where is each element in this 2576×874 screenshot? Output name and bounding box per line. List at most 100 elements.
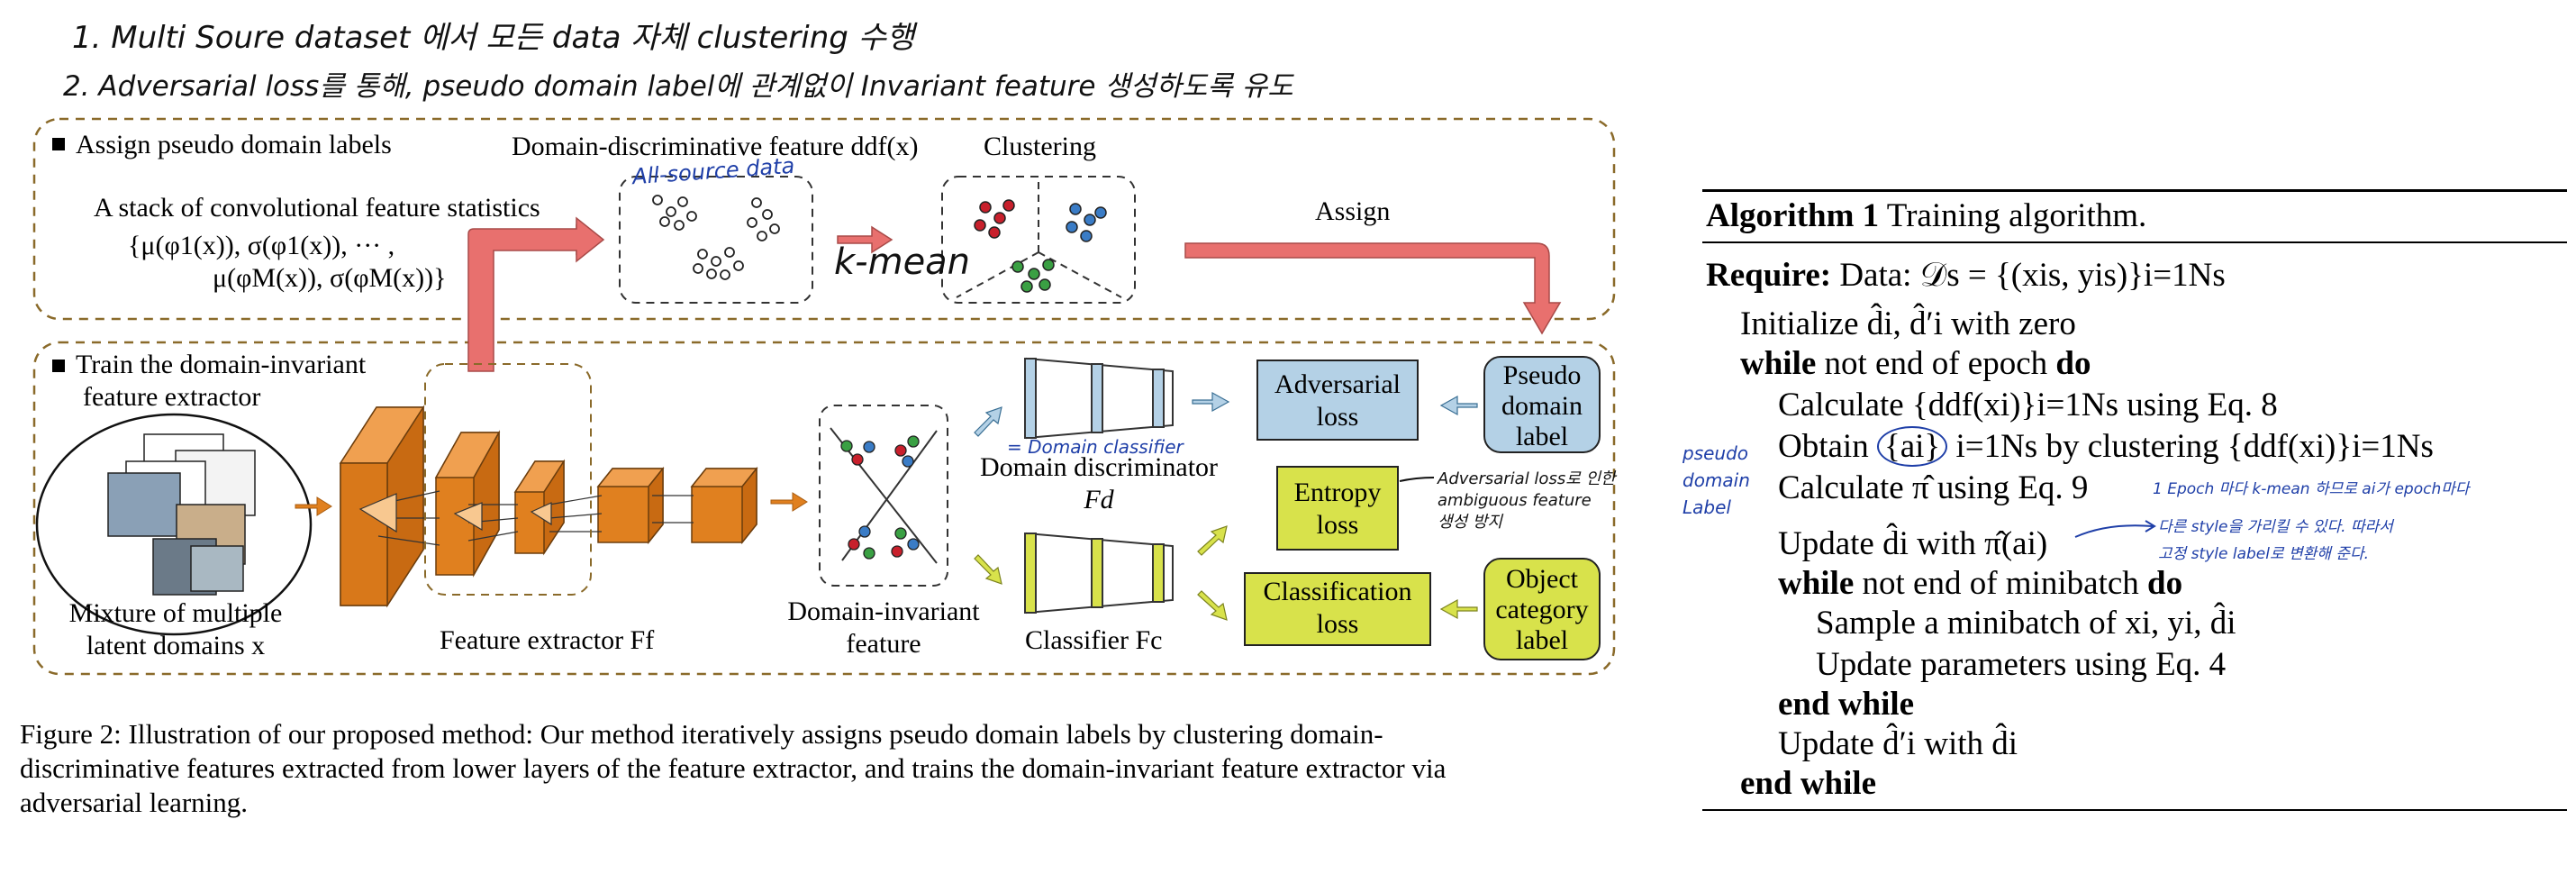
handwritten-note-2: 2. Adversarial loss를 통해, pseudo domain l…: [63, 70, 1293, 103]
while-condition-2: not end of minibatch: [1862, 565, 2139, 602]
assign-label: Assign: [1315, 196, 1391, 226]
caption-line-2: discriminative features extracted from l…: [20, 752, 1447, 784]
adversarial-loss-text-2: loss: [1316, 402, 1359, 432]
algo-line-1: Initialize d̂i, d̂′i with zero: [1740, 305, 2076, 342]
domain-classifier-note: = Domain classifier: [1007, 436, 1184, 458]
algorithm-title: Algorithm 1 Training algorithm.: [1706, 196, 2146, 236]
algo-line-7: while not end of minibatch do: [1778, 564, 2182, 604]
algorithm-title-rest: Training algorithm.: [1886, 197, 2147, 234]
pseudo-label-text-2: domain: [1501, 391, 1583, 421]
obtain-rest: i=1Ns by clustering {ddf(xi)}i=1Ns: [1955, 428, 2434, 465]
adversarial-note-line-3: 생성 방지: [1438, 513, 1502, 532]
caption-line-1: Figure 2: Illustration of our proposed m…: [20, 718, 1383, 750]
arrow-pseudo-to-adv: [1439, 395, 1478, 416]
assign-section-border: [32, 117, 1616, 321]
domain-invariant-label-1: Domain-invariant: [787, 596, 980, 626]
bullet-square-top: [52, 138, 65, 150]
domain-discriminator-symbol: Fd: [1084, 485, 1114, 514]
invariant-points: [840, 435, 920, 560]
epoch-note-arrow: [2074, 520, 2156, 538]
classification-loss-text-1: Classification: [1263, 577, 1412, 606]
clustering-title: Clustering: [984, 132, 1096, 161]
adversarial-loss-box: [1256, 360, 1419, 441]
mixture-label-2: latent domains x: [86, 631, 266, 660]
algo-line-10: end while: [1778, 686, 1915, 723]
algo-line-2: while not end of epoch do: [1740, 344, 2091, 384]
bullet-square-bottom: [52, 360, 65, 372]
algo-line-11: Update d̂′i with d̂i: [1778, 725, 2018, 762]
top-section-title: Assign pseudo domain labels: [76, 130, 392, 159]
while-condition-1: not end of epoch: [1824, 345, 2048, 382]
conv-kernel-lines: [358, 490, 694, 546]
algo-line-6: Update d̂i with π̂(ai): [1778, 525, 2048, 562]
arrow-to-classification: [1197, 590, 1228, 621]
object-label-text-1: Object: [1506, 564, 1578, 594]
entropy-loss-text-2: loss: [1316, 510, 1359, 540]
orange-arrow-input: [295, 496, 332, 516]
clustering-partition: [956, 180, 1122, 298]
ddf-points: [652, 195, 780, 280]
bottom-section-title-2: feature extractor: [83, 382, 261, 412]
algorithm-top-rule: [1702, 189, 2567, 192]
ddf-box: [619, 176, 813, 304]
method-figure: [32, 117, 1616, 676]
pseudo-note-line-2: domain: [1683, 469, 1750, 491]
algo-line-3: Calculate {ddf(xi)}i=1Ns using Eq. 8: [1778, 387, 2278, 423]
stack-formula-2: μ(φM(x)), σ(φM(x))}: [213, 263, 447, 293]
while-keyword-2: while: [1778, 565, 1855, 602]
algo-line-8: Sample a minibatch of xi, yi, d̂i: [1816, 605, 2236, 642]
algorithm-title-bold: Algorithm 1: [1706, 197, 1880, 234]
arrow-to-classifier: [974, 554, 1002, 585]
classifier: [1024, 532, 1174, 615]
object-label-text-2: category: [1495, 595, 1589, 624]
train-section-border: [32, 341, 1616, 676]
feature-extractor-label: Feature extractor Ff: [440, 625, 655, 655]
low-layer-box: [424, 363, 592, 596]
classifier-label: Classifier Fc: [1025, 625, 1163, 655]
pink-arrow-feature-to-ddf: [467, 216, 605, 372]
pink-arrow-assign: [1184, 242, 1562, 335]
obtain-text: Obtain: [1778, 428, 1869, 465]
do-keyword-1: do: [2055, 345, 2091, 382]
pseudo-label-text-1: Pseudo: [1502, 360, 1582, 390]
classification-loss-text-2: loss: [1316, 609, 1359, 639]
object-category-label-box: [1483, 558, 1601, 660]
domain-discriminator: [1024, 357, 1174, 440]
pink-arrow-kmean: [837, 225, 893, 254]
pseudo-note-line-1: pseudo: [1683, 442, 1749, 464]
domain-invariant-box: [819, 405, 948, 587]
input-image-stack: [107, 433, 256, 596]
clustering-points: [974, 199, 1107, 293]
algorithm-bottom-rule: [1702, 809, 2567, 811]
while-keyword-1: while: [1740, 345, 1817, 382]
clustering-box: [941, 176, 1136, 304]
domain-discriminator-label: Domain discriminator: [979, 452, 1219, 482]
orange-arrow-feature: [770, 492, 808, 512]
ddf-title: Domain-discriminative feature ddf(x): [512, 132, 919, 161]
pseudo-domain-label-box: [1483, 356, 1601, 453]
require-text: Data: 𝒟s = {(xis, yis)}i=1Ns: [1839, 257, 2226, 294]
handwritten-note-1: 1. Multi Soure dataset 에서 모든 data 자체 clu…: [72, 20, 915, 56]
do-keyword-2: do: [2147, 565, 2183, 602]
pseudo-label-text-3: label: [1515, 422, 1569, 451]
classification-loss-box: [1244, 572, 1431, 646]
arrow-object-to-cls: [1439, 598, 1478, 620]
algo-line-9: Update parameters using Eq. 4: [1816, 646, 2227, 683]
pseudo-domain-label-note: pseudo domain Label: [1683, 440, 1750, 521]
bottom-section-title-1: Train the domain-invariant: [76, 350, 367, 379]
adversarial-loss-text-1: Adversarial: [1274, 369, 1401, 399]
entropy-loss-box: [1276, 466, 1399, 551]
algo-line-12: end while: [1740, 765, 1877, 802]
adversarial-note-line-2: ambiguous feature: [1438, 491, 1592, 510]
figure-caption: Figure 2: Illustration of our proposed m…: [20, 717, 1641, 820]
require-keyword: Require:: [1706, 257, 1832, 294]
adversarial-note-line-1: Adversarial loss로 인한: [1438, 469, 1616, 488]
caption-line-3: adversarial learning.: [20, 787, 249, 818]
stack-formula-1: {μ(φ1(x)), σ(φ1(x)), ··· ,: [128, 231, 395, 260]
ai-circled: {ai}: [1876, 426, 1948, 467]
entropy-note-line: [1399, 477, 1435, 482]
algo-line-4: Obtain {ai} i=1Ns by clustering {ddf(xi)…: [1778, 426, 2434, 467]
arrow-to-entropy: [1197, 525, 1228, 556]
epoch-note-line-1: 1 Epoch 마다 k-mean 하므로 ai가 epoch마다: [2153, 480, 2470, 498]
epoch-note-line-3: 고정 style label로 변환해 준다.: [2158, 545, 2370, 563]
